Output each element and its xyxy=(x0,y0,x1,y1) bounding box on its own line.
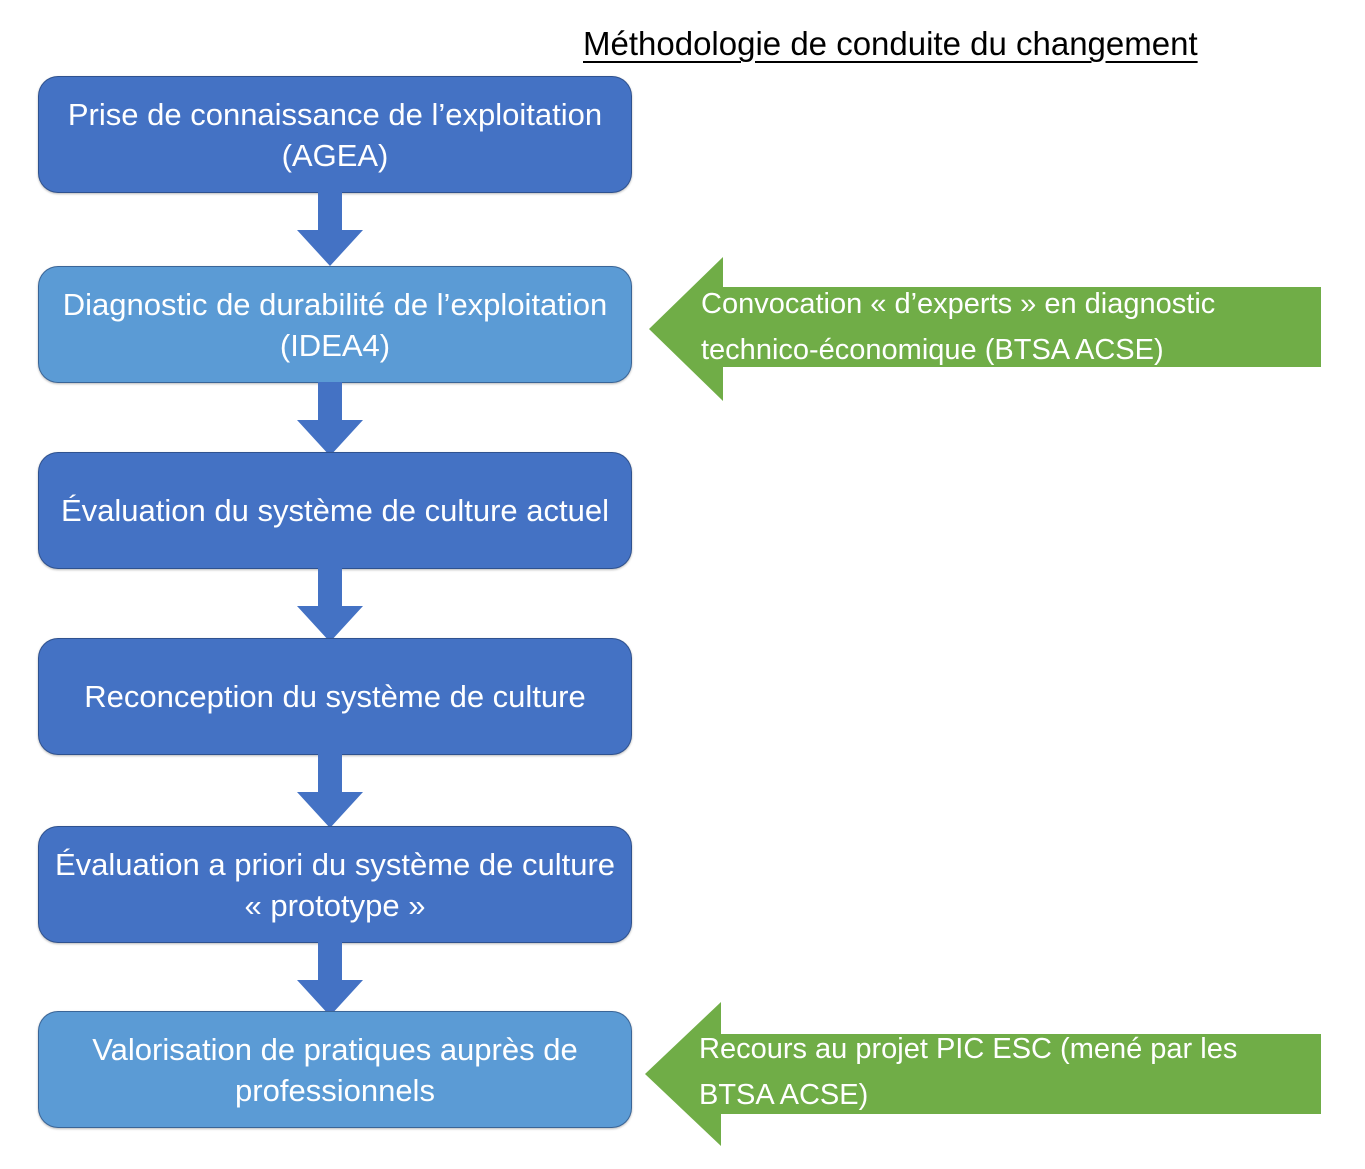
page-title: Méthodologie de conduite du changement xyxy=(583,25,1198,62)
process-step-box-1[interactable]: Prise de connaissance de l’exploitation … xyxy=(38,76,632,193)
process-step-box-2[interactable]: Diagnostic de durabilité de l’exploitati… xyxy=(38,266,632,383)
process-step-label-3: Évaluation du système de culture actuel xyxy=(61,493,609,528)
callout-label-2: Recours au projet PIC ESC (mené par les … xyxy=(699,1033,1238,1111)
callout-arrow-left-1[interactable]: Convocation « d’experts » en diagnostic … xyxy=(649,255,1321,403)
process-step-label-4: Reconception du système de culture xyxy=(84,679,586,714)
process-step-box-5[interactable]: Évaluation a priori du système de cultur… xyxy=(38,826,632,943)
process-step-box-4[interactable]: Reconception du système de culture xyxy=(38,638,632,755)
callout-label-1: Convocation « d’experts » en diagnostic … xyxy=(701,288,1216,366)
callout-arrow-left-2[interactable]: Recours au projet PIC ESC (mené par les … xyxy=(645,1000,1321,1148)
flow-connector-arrow-5 xyxy=(297,942,363,1016)
flow-connector-arrow-1 xyxy=(297,192,363,266)
process-step-label-2: Diagnostic de durabilité de l’exploitati… xyxy=(62,286,608,363)
process-step-box-6[interactable]: Valorisation de pratiques auprès de prof… xyxy=(38,1011,632,1128)
flow-connector-arrow-2 xyxy=(297,382,363,456)
process-step-box-3[interactable]: Évaluation du système de culture actuel xyxy=(38,452,632,569)
flow-connector-arrow-3 xyxy=(297,568,363,642)
process-step-label-1: Prise de connaissance de l’exploitation … xyxy=(67,96,603,173)
process-step-label-5: Évaluation a priori du système de cultur… xyxy=(55,846,616,923)
process-step-label-6: Valorisation de pratiques auprès de prof… xyxy=(92,1031,578,1108)
flow-connector-arrow-4 xyxy=(297,754,363,828)
